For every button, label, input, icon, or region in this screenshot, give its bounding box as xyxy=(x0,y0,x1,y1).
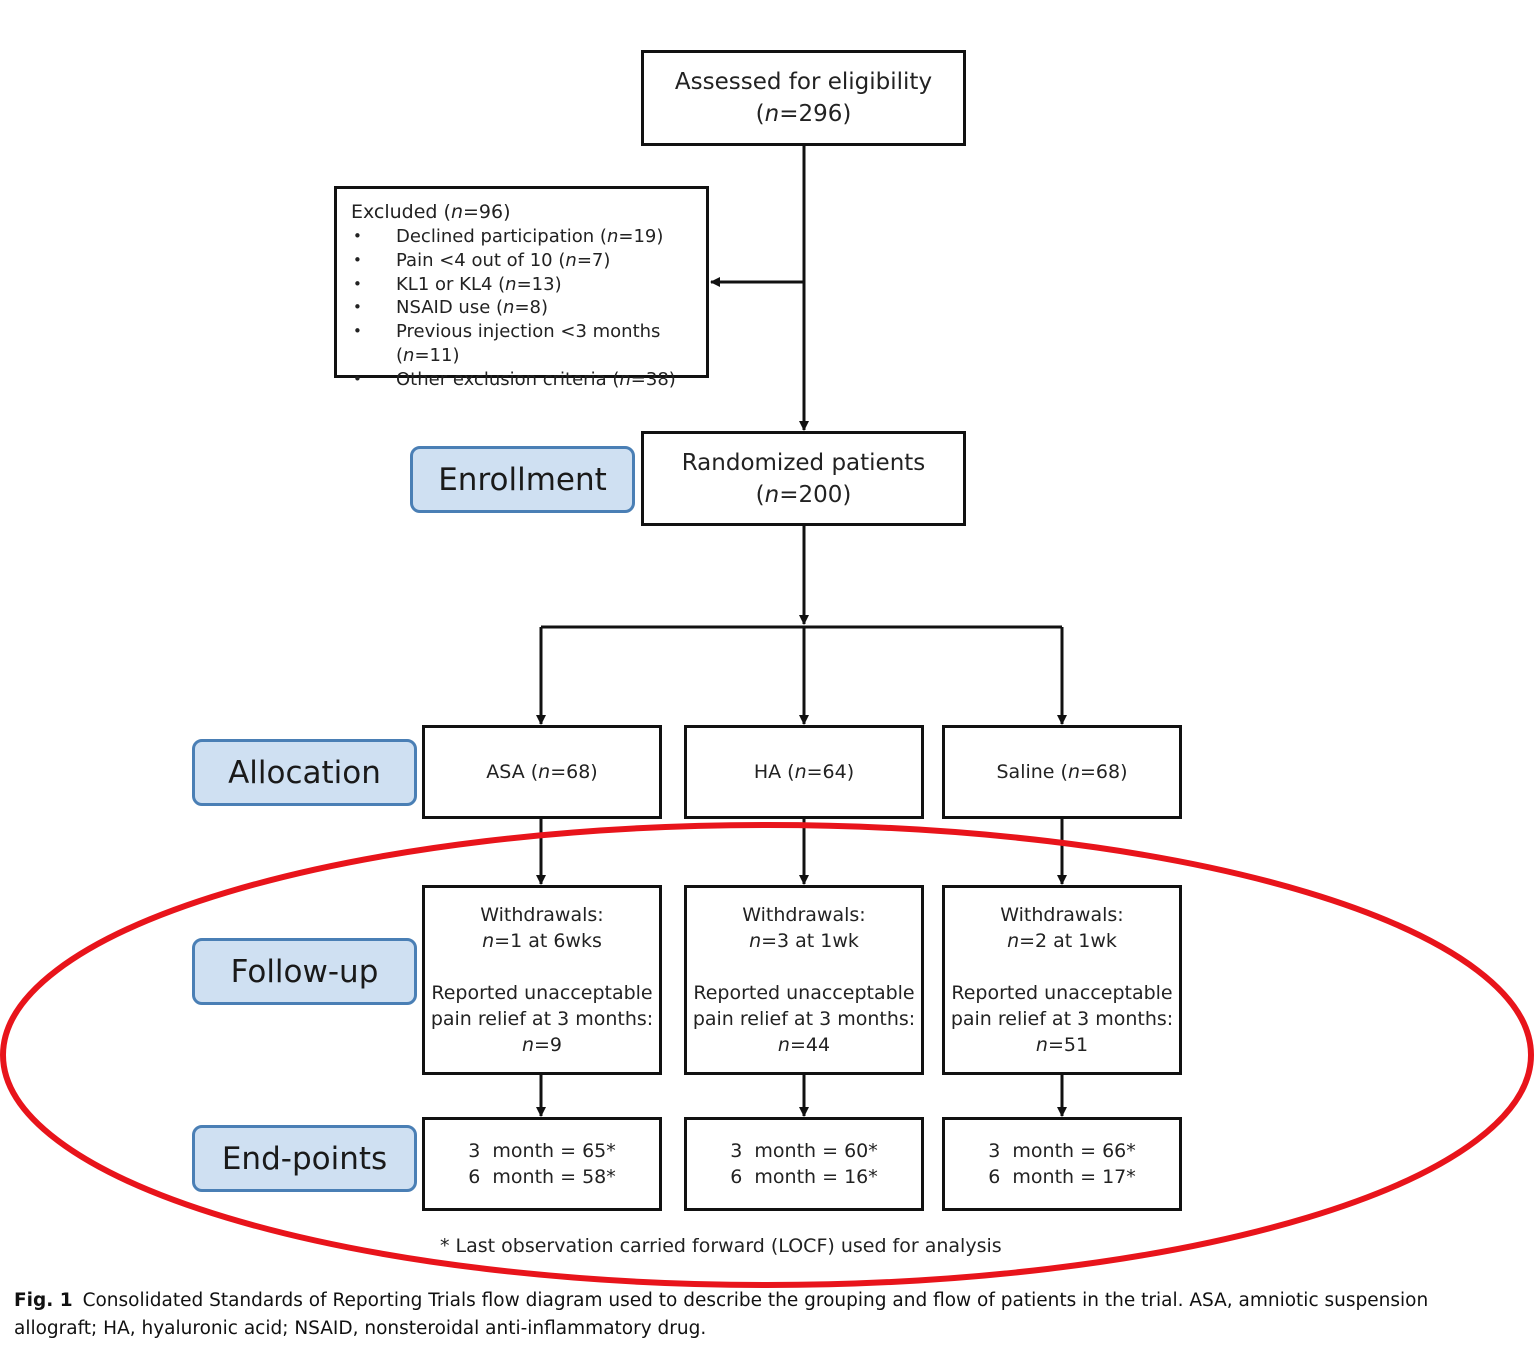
randomized-box: Randomized patients (n=200) xyxy=(641,431,966,526)
assessed-label: Assessed for eligibility xyxy=(674,69,933,95)
footnote: * Last observation carried forward (LOCF… xyxy=(440,1235,1002,1257)
followup-asa: Withdrawals: n=1 at 6wks Reported unacce… xyxy=(422,885,662,1075)
exclusion-list: Declined participation (n=19) Pain <4 ou… xyxy=(351,225,706,392)
stage-enrollment: Enrollment xyxy=(410,446,635,513)
allocation-asa: ASA (n=68) xyxy=(422,725,662,819)
followup-ha: Withdrawals: n=3 at 1wk Reported unaccep… xyxy=(684,885,924,1075)
allocation-ha: HA (n=64) xyxy=(684,725,924,819)
excluded-box: Excluded (n=96) Declined participation (… xyxy=(334,186,709,391)
exclusion-item: Pain <4 out of 10 (n=7) xyxy=(351,249,706,273)
caption-text: Consolidated Standards of Reporting Tria… xyxy=(14,1290,1429,1339)
stage-followup: Follow-up xyxy=(192,938,417,1005)
excluded-title: Excluded (n=96) xyxy=(351,201,511,223)
exclusion-item: NSAID use (n=8) xyxy=(351,296,706,320)
exclusion-item: Other exclusion criteria (n=38) xyxy=(351,368,706,392)
stage-endpoints: End-points xyxy=(192,1125,417,1192)
endpoint-ha: 3 month = 60* 6 month = 16* xyxy=(684,1117,924,1211)
assessed-box: Assessed for eligibility (n=296) xyxy=(641,50,966,146)
exclusion-item: Previous injection <3 months (n=11) xyxy=(351,320,706,368)
exclusion-item: KL1 or KL4 (n=13) xyxy=(351,273,706,297)
endpoint-saline: 3 month = 66* 6 month = 17* xyxy=(942,1117,1182,1211)
allocation-saline: Saline (n=68) xyxy=(942,725,1182,819)
endpoint-asa: 3 month = 65* 6 month = 58* xyxy=(422,1117,662,1211)
caption-label: Fig. 1 xyxy=(14,1290,73,1311)
randomized-label: Randomized patients xyxy=(681,449,926,476)
followup-saline: Withdrawals: n=2 at 1wk Reported unaccep… xyxy=(942,885,1182,1075)
exclusion-item: Declined participation (n=19) xyxy=(351,225,706,249)
stage-allocation: Allocation xyxy=(192,739,417,806)
